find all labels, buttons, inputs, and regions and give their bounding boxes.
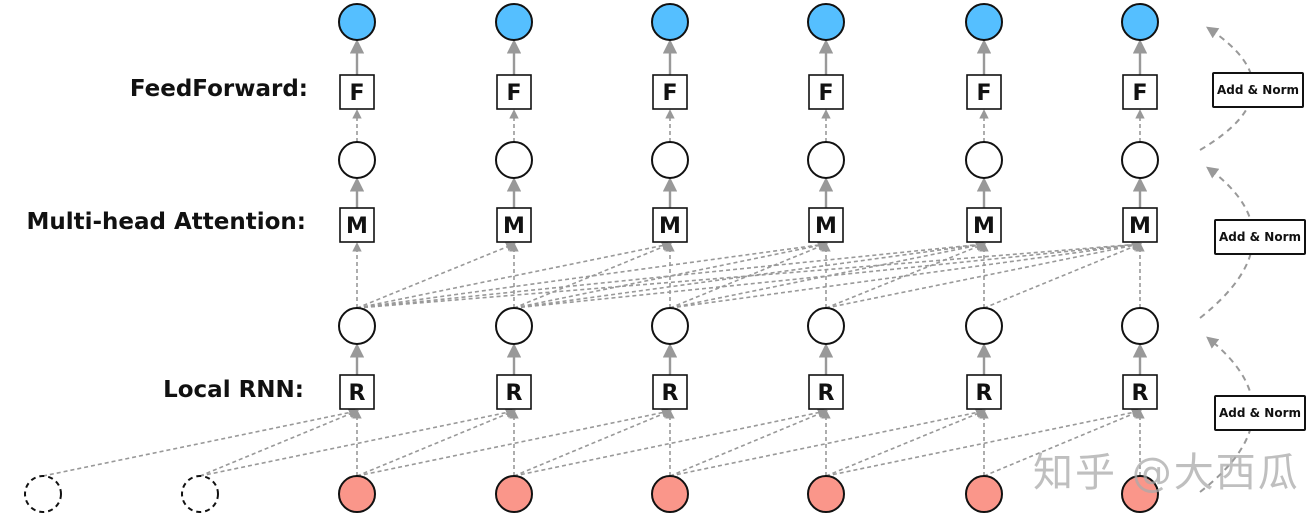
attention-label: Multi-head Attention:	[26, 209, 306, 235]
rnn-block	[808, 374, 844, 410]
edge-rnn-window	[983, 409, 1142, 477]
nodes: F M R F M R F M R F M R F M R F M R	[24, 3, 1159, 513]
rnn-block-letter: R	[506, 381, 523, 406]
output-node	[965, 3, 1003, 41]
residual-arrow	[1199, 166, 1255, 319]
feedforward-label: FeedForward:	[129, 76, 308, 102]
hidden-node	[1121, 307, 1159, 345]
edge-attention	[669, 240, 1142, 309]
input-node	[338, 475, 376, 513]
output-node	[1121, 3, 1159, 41]
add-norm-feedforward: Add & Norm	[1212, 72, 1304, 108]
edge-attention	[513, 240, 1142, 309]
rnn-block-letter: R	[976, 381, 993, 406]
input-node	[965, 475, 1003, 513]
attention-block	[652, 207, 688, 243]
attention-block	[1122, 207, 1158, 243]
hidden-node	[1121, 141, 1159, 179]
attention-block-letter: M	[503, 214, 525, 239]
padding-input-node	[24, 475, 62, 513]
hidden-node	[651, 307, 689, 345]
edge-rnn-window	[199, 409, 359, 477]
input-node	[807, 475, 845, 513]
attention-block-letter: M	[815, 214, 837, 239]
attention-block-letter: M	[973, 214, 995, 239]
attention-block	[339, 207, 375, 243]
edge-rnn-window	[199, 407, 516, 477]
output-node	[338, 3, 376, 41]
input-node	[1121, 475, 1159, 513]
edge-attention	[356, 240, 986, 309]
attention-block	[496, 207, 532, 243]
edge-rnn-window	[825, 407, 1142, 477]
rnn-block-letter: R	[349, 381, 366, 406]
add-norm-rnn: Add & Norm	[1214, 395, 1306, 431]
hidden-node	[965, 307, 1003, 345]
edge-rnn-window	[513, 409, 672, 477]
edge-attention	[513, 240, 986, 309]
feedforward-block	[652, 74, 688, 110]
rnn-block	[1122, 374, 1158, 410]
edge-attention	[513, 242, 672, 309]
edge-rnn-window	[669, 409, 828, 477]
rnn-block	[496, 374, 532, 410]
attention-block	[808, 207, 844, 243]
feedforward-block	[966, 74, 1002, 110]
padding-input-node	[181, 475, 219, 513]
output-node	[495, 3, 533, 41]
edge-attention	[983, 242, 1142, 309]
rnn-block	[966, 374, 1002, 410]
edge-attention	[825, 240, 1142, 309]
edge-attention	[669, 240, 986, 309]
residual-arrow	[1199, 26, 1254, 151]
input-node	[651, 475, 689, 513]
feedforward-block-letter: F	[506, 81, 521, 106]
edge-rnn-window	[356, 407, 672, 477]
hidden-node	[965, 141, 1003, 179]
feedforward-block-letter: F	[976, 81, 991, 106]
edge-attention	[356, 242, 516, 309]
edge-attention	[356, 240, 828, 309]
attention-block-letter: M	[1129, 214, 1151, 239]
residual-arrows	[1199, 26, 1255, 493]
edge-rnn-window	[825, 409, 986, 477]
attention-block	[966, 207, 1002, 243]
hidden-node	[807, 307, 845, 345]
feedforward-block-letter: F	[349, 81, 364, 106]
edge-attention	[356, 239, 1142, 309]
watermark: 知乎 @大西瓜	[1033, 450, 1300, 496]
input-node	[495, 475, 533, 513]
feedforward-block-letter: F	[662, 81, 677, 106]
hidden-node	[338, 141, 376, 179]
rnn-block-letter: R	[1132, 381, 1149, 406]
feedforward-block-letter: F	[1132, 81, 1147, 106]
add-norm-attention: Add & Norm	[1214, 219, 1306, 255]
hidden-node	[651, 141, 689, 179]
attention-block-letter: M	[659, 214, 681, 239]
rnn-block	[339, 374, 375, 410]
feedforward-block	[808, 74, 844, 110]
feedforward-block	[1122, 74, 1158, 110]
feedforward-block	[339, 74, 375, 110]
hidden-node	[495, 307, 533, 345]
hidden-node	[338, 307, 376, 345]
edge-rnn-window	[356, 409, 516, 477]
edges	[42, 39, 1148, 477]
rnn-block-letter: R	[818, 381, 835, 406]
feedforward-block-letter: F	[818, 81, 833, 106]
edge-rnn-window	[42, 407, 359, 477]
edge-attention	[356, 240, 672, 309]
attention-block-letter: M	[346, 214, 368, 239]
local-rnn-label: Local RNN:	[163, 377, 304, 403]
rnn-block	[652, 374, 688, 410]
feedforward-block	[496, 74, 532, 110]
hidden-node	[495, 141, 533, 179]
hidden-node	[807, 141, 845, 179]
output-node	[651, 3, 689, 41]
edge-rnn-window	[669, 407, 986, 477]
output-node	[807, 3, 845, 41]
edge-attention	[825, 242, 986, 309]
rnn-block-letter: R	[662, 381, 679, 406]
